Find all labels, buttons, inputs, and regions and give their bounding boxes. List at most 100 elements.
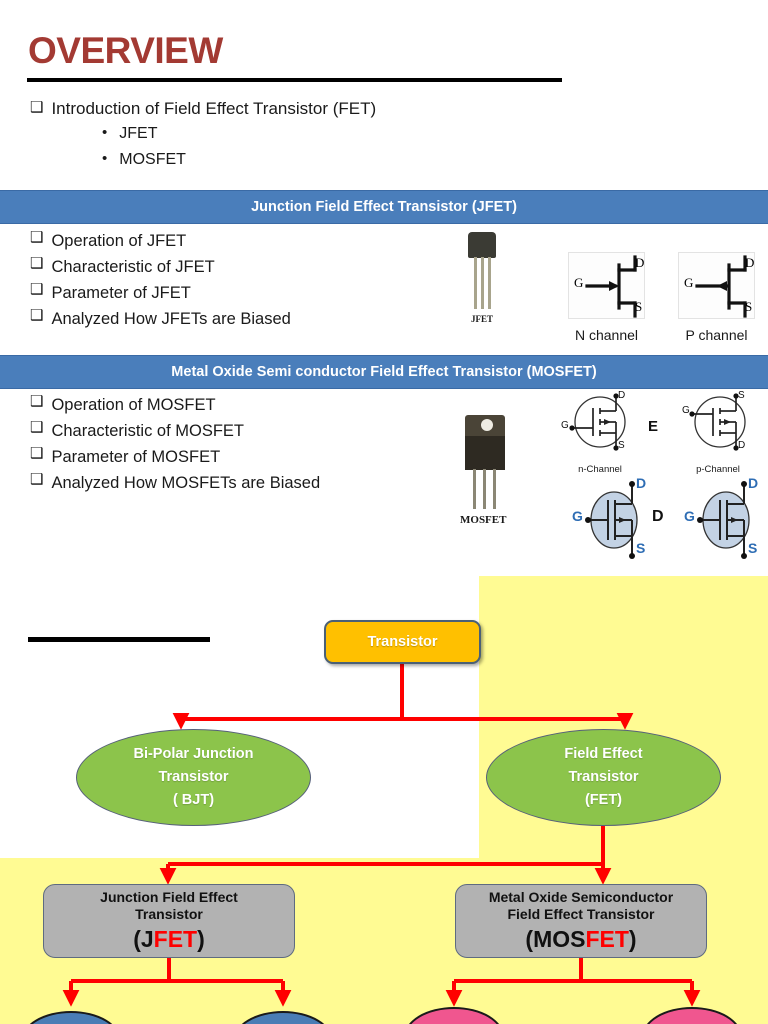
mosfet-item-list: ❑ Operation of MOSFET ❑ Characteristic o… [30,392,450,496]
node-bjt[interactable]: Bi-Polar Junction Transistor ( BJT) [76,729,311,826]
gate-arrow-out [717,281,727,291]
decorative-black-line [28,637,210,642]
terminal-label-s: S [738,390,745,401]
mosfet-item-label: Parameter of MOSFET [51,448,221,467]
terminal-label-d: D [618,390,626,401]
square-bullet-icon: ❑ [30,419,44,437]
terminal-label-s: S [618,440,625,451]
node-jfet-acronym: (JFET) [133,925,205,954]
acronym-part-red: FET [585,925,629,952]
square-bullet-icon: ❑ [30,99,44,116]
p-channel-jfet-symbol-icon: G D S [678,252,755,319]
mosfet-e-p-channel-figure: S D G p-Channel [678,390,758,475]
n-channel-jfet-symbol-icon: G D S [568,252,645,319]
node-jfet-line2: Transistor [135,906,203,923]
terminal-label-d: D [745,255,755,270]
node-fet-line3: (FET) [584,792,623,809]
node-fet[interactable]: Field Effect Transistor (FET) [486,729,721,826]
to92-lead [488,257,491,309]
to92-body [468,232,496,258]
jfet-item-list: ❑ Operation of JFET ❑ Characteristic of … [30,228,450,332]
jfet-list-item: ❑ Parameter of JFET [30,280,450,306]
terminal-label-g: G [574,275,584,290]
dot-bullet-icon: • [102,149,108,167]
to220-lead [473,469,476,509]
intro-main-line: ❑ Introduction of Field Effect Transisto… [30,98,730,121]
jfet-item-label: Parameter of JFET [51,284,191,303]
intro-sub-item: • MOSFET [102,147,730,173]
node-bjt-line3: ( BJT) [172,792,215,809]
intro-sub-label: MOSFET [119,150,186,168]
node-transistor[interactable]: Transistor [324,620,481,664]
acronym-part-black-b: ) [197,925,205,952]
node-mosfet-line1: Metal Oxide Semiconductor [488,888,674,905]
mosfet-figure-caption: MOSFET [460,514,507,526]
jfet-n-channel-figure: G D S N channel [568,252,645,343]
terminal-label-d: D [636,475,647,491]
terminal-label-g: G [684,275,694,290]
acronym-part-black-a: (J [133,925,154,952]
mosfet-package-figure: MOSFET [460,415,508,526]
mosfet-list-item: ❑ Analyzed How MOSFETs are Biased [30,470,450,496]
depletion-mosfet-left-icon [585,481,638,559]
enhancement-p-channel-mosfet-icon [689,393,746,451]
section-header-mosfet: Metal Oxide Semi conductor Field Effect … [0,355,768,389]
to220-package-icon [462,415,508,511]
to92-lead [474,257,477,309]
node-fet-line2: Transistor [568,768,639,785]
jfet-p-channel-figure: G D S P channel [678,252,755,343]
jfet-item-label: Analyzed How JFETs are Biased [51,310,291,329]
jfet-figure-caption: JFET [470,314,493,324]
mosfet-item-label: Characteristic of MOSFET [51,422,244,441]
p-channel-caption: p-Channel [696,464,740,475]
jfet-list-item: ❑ Operation of JFET [30,228,450,254]
terminal-label-s: S [748,540,758,556]
to92-package-icon [462,232,502,312]
p-channel-caption: P channel [685,327,748,343]
node-mosfet-box[interactable]: Metal Oxide Semiconductor Field Effect T… [455,884,707,958]
intro-main-text: Introduction of Field Effect Transistor … [51,99,377,118]
mode-label-enhancement: E [648,418,659,435]
n-channel-caption: n-Channel [578,464,622,475]
square-bullet-icon: ❑ [30,229,44,246]
square-bullet-icon: ❑ [30,255,44,273]
mosfet-e-n-channel-figure: D S G n-Channel [560,390,640,475]
node-jfet-line1: Junction Field Effect [100,888,238,905]
acronym-part-red: FET [153,925,198,952]
dot-bullet-icon: • [102,123,108,141]
mosfet-d-left-figure: D S G [572,475,658,565]
title-underline [27,78,562,82]
terminal-label-g: G [682,405,690,416]
gate-arrow-in [609,281,619,291]
n-channel-caption: N channel [574,327,639,343]
node-bjt-line2: Transistor [158,768,229,785]
n-channel-jfet-svg [585,255,637,318]
mode-label-depletion: D [652,508,664,525]
terminal-label-d: D [748,475,759,491]
mosfet-item-label: Analyzed How MOSFETs are Biased [51,474,321,493]
to220-lead [493,469,496,509]
page-title: OVERVIEW [28,30,223,71]
section-header-jfet: Junction Field Effect Transistor (JFET) [0,190,768,224]
enhancement-n-channel-mosfet-icon [569,393,626,451]
terminal-label-s: S [635,299,643,314]
node-bjt-line1: Bi-Polar Junction [133,745,254,762]
mosfet-item-label: Operation of MOSFET [51,396,216,414]
to220-body [465,436,505,470]
to220-lead [483,469,486,509]
intro-sub-label: JFET [119,124,158,142]
square-bullet-icon: ❑ [30,445,44,463]
square-bullet-icon: ❑ [30,281,44,299]
terminal-label-d: D [635,255,645,270]
intro-block: ❑ Introduction of Field Effect Transisto… [30,98,730,172]
jfet-item-label: Characteristic of JFET [51,258,215,277]
jfet-list-item: ❑ Analyzed How JFETs are Biased [30,306,450,332]
square-bullet-icon: ❑ [30,393,44,410]
terminal-label-d: D [738,440,746,451]
jfet-package-figure: JFET [462,232,502,324]
terminal-label-g: G [561,420,569,431]
terminal-label-s: S [745,299,753,314]
terminal-label-g: G [572,508,583,524]
node-jfet-box[interactable]: Junction Field Effect Transistor (JFET) [43,884,295,958]
